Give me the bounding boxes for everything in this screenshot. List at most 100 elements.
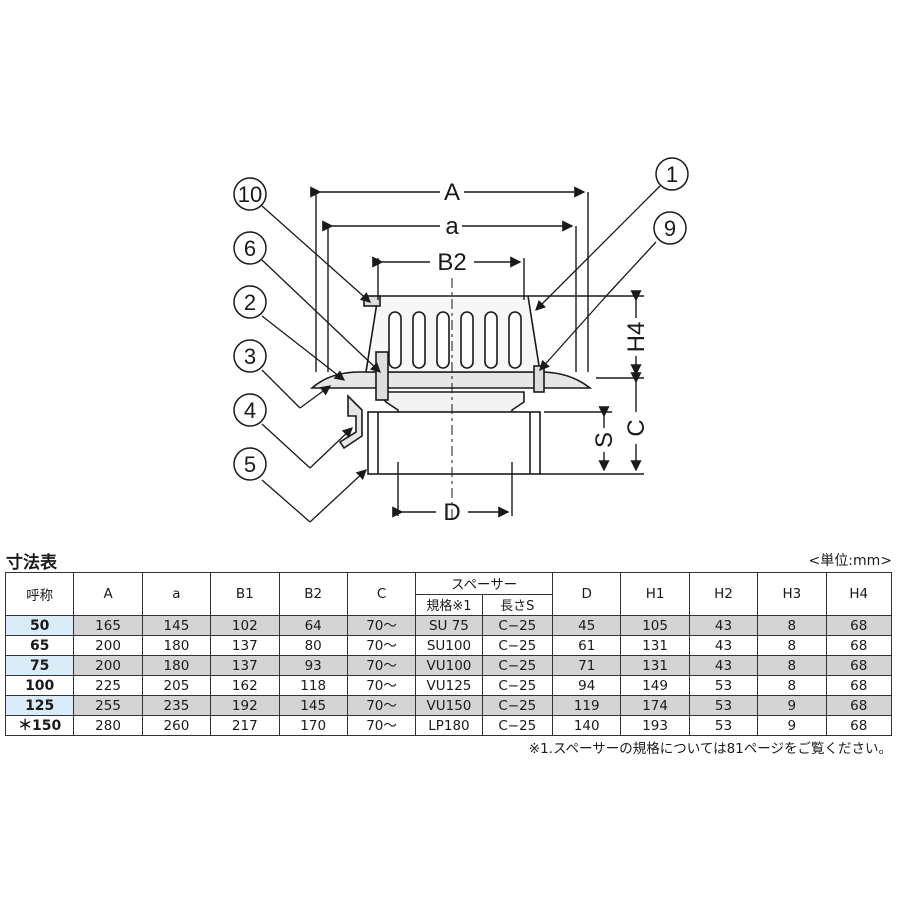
cell-B1: 217 bbox=[210, 715, 280, 736]
callout-4: 4 bbox=[233, 393, 267, 427]
cell-len: C−25 bbox=[481, 635, 554, 656]
callout-5: 5 bbox=[233, 447, 267, 481]
cell-A: 200 bbox=[73, 635, 143, 656]
header-B1: B1 bbox=[210, 572, 280, 616]
roof-drain-diagram: A a B2 H4 C S D 10 6 2 3 4 bbox=[233, 157, 689, 526]
cell-B2: 93 bbox=[278, 655, 348, 676]
callout-9: 9 bbox=[653, 211, 687, 245]
cell-A: 280 bbox=[73, 715, 143, 736]
cell-H4: 68 bbox=[825, 615, 893, 636]
cell-H2: 43 bbox=[688, 615, 759, 636]
cell-C: 70〜 bbox=[346, 715, 417, 736]
cell-D: 61 bbox=[552, 635, 622, 656]
cell-B2: 145 bbox=[278, 695, 348, 716]
cell-H2: 53 bbox=[688, 675, 759, 696]
svg-text:9: 9 bbox=[664, 216, 676, 241]
callout-1: 1 bbox=[655, 157, 689, 191]
cell-len: C−25 bbox=[481, 675, 554, 696]
cell-spec: VU125 bbox=[415, 675, 483, 696]
header-spacer: スペーサー bbox=[415, 572, 554, 595]
cell-nominal: 50 bbox=[4, 615, 75, 636]
cell-a: 260 bbox=[141, 715, 212, 736]
footnote: ※1.スペーサーの規格については81ページをご覧ください。 bbox=[528, 741, 892, 757]
header-spacer-spec: 規格※1 bbox=[415, 593, 483, 616]
header-H2: H2 bbox=[688, 572, 759, 616]
header-D: D bbox=[552, 572, 622, 616]
header-C: C bbox=[346, 572, 417, 616]
cell-B2: 64 bbox=[278, 615, 348, 636]
cell-B2: 170 bbox=[278, 715, 348, 736]
cell-H1: 174 bbox=[620, 695, 690, 716]
cell-nominal: ＊150 bbox=[4, 715, 75, 736]
cell-H3: 8 bbox=[757, 635, 827, 656]
svg-text:3: 3 bbox=[244, 344, 256, 369]
dimension-table: 呼称 A a B1 B2 C スペーサー D H1 H2 H3 H4 規格※1 … bbox=[4, 572, 893, 736]
cell-H3: 9 bbox=[757, 695, 827, 716]
cell-D: 71 bbox=[552, 655, 622, 676]
cell-A: 165 bbox=[73, 615, 143, 636]
cell-H2: 53 bbox=[688, 695, 759, 716]
cell-B1: 137 bbox=[210, 635, 280, 656]
cell-a: 145 bbox=[141, 615, 212, 636]
cell-H3: 9 bbox=[757, 715, 827, 736]
cell-H2: 43 bbox=[688, 635, 759, 656]
svg-text:6: 6 bbox=[244, 236, 256, 261]
dim-label-H4: H4 bbox=[623, 322, 650, 353]
cell-nominal: 100 bbox=[4, 675, 75, 696]
cell-spec: VU100 bbox=[415, 655, 483, 676]
header-B2: B2 bbox=[278, 572, 348, 616]
svg-text:4: 4 bbox=[244, 398, 256, 423]
svg-text:5: 5 bbox=[244, 452, 256, 477]
cell-len: C−25 bbox=[481, 695, 554, 716]
cell-D: 94 bbox=[552, 675, 622, 696]
dim-label-S: S bbox=[591, 432, 618, 448]
dim-label-a: a bbox=[445, 213, 459, 240]
cell-nominal: 125 bbox=[4, 695, 75, 716]
cell-H4: 68 bbox=[825, 675, 893, 696]
header-a: a bbox=[141, 572, 212, 616]
dim-label-A: A bbox=[444, 179, 460, 206]
cell-B1: 192 bbox=[210, 695, 280, 716]
svg-text:10: 10 bbox=[238, 182, 262, 207]
header-nominal: 呼称 bbox=[4, 572, 75, 616]
cell-D: 140 bbox=[552, 715, 622, 736]
cell-H3: 8 bbox=[757, 675, 827, 696]
header-H1: H1 bbox=[620, 572, 690, 616]
cell-len: C−25 bbox=[481, 715, 554, 736]
cell-H1: 131 bbox=[620, 635, 690, 656]
cell-spec: LP180 bbox=[415, 715, 483, 736]
cell-spec: SU 75 bbox=[415, 615, 483, 636]
cell-D: 119 bbox=[552, 695, 622, 716]
cell-H4: 68 bbox=[825, 635, 893, 656]
cell-H3: 8 bbox=[757, 615, 827, 636]
dimension-lines bbox=[310, 186, 644, 518]
dim-label-D: D bbox=[443, 499, 460, 526]
cell-nominal: 75 bbox=[4, 655, 75, 676]
cell-D: 45 bbox=[552, 615, 622, 636]
cell-H4: 68 bbox=[825, 695, 893, 716]
cell-H1: 131 bbox=[620, 655, 690, 676]
header-spacer-length: 長さS bbox=[481, 593, 554, 616]
callout-6: 6 bbox=[233, 231, 267, 265]
cell-a: 235 bbox=[141, 695, 212, 716]
header-H4: H4 bbox=[825, 572, 893, 616]
svg-text:1: 1 bbox=[666, 162, 678, 187]
cell-H1: 193 bbox=[620, 715, 690, 736]
callout-leaders bbox=[261, 185, 661, 523]
drain-body bbox=[309, 295, 593, 475]
cell-A: 200 bbox=[73, 655, 143, 676]
table-title: 寸法表 bbox=[6, 553, 57, 573]
cell-B1: 162 bbox=[210, 675, 280, 696]
callout-3: 3 bbox=[233, 339, 267, 373]
unit-note: <単位:mm> bbox=[808, 553, 892, 569]
cell-H4: 68 bbox=[825, 655, 893, 676]
cell-C: 70〜 bbox=[346, 635, 417, 656]
dim-label-B2: B2 bbox=[437, 249, 466, 276]
header-H3: H3 bbox=[757, 572, 827, 616]
cell-A: 255 bbox=[73, 695, 143, 716]
cell-H2: 53 bbox=[688, 715, 759, 736]
cell-B2: 80 bbox=[278, 635, 348, 656]
